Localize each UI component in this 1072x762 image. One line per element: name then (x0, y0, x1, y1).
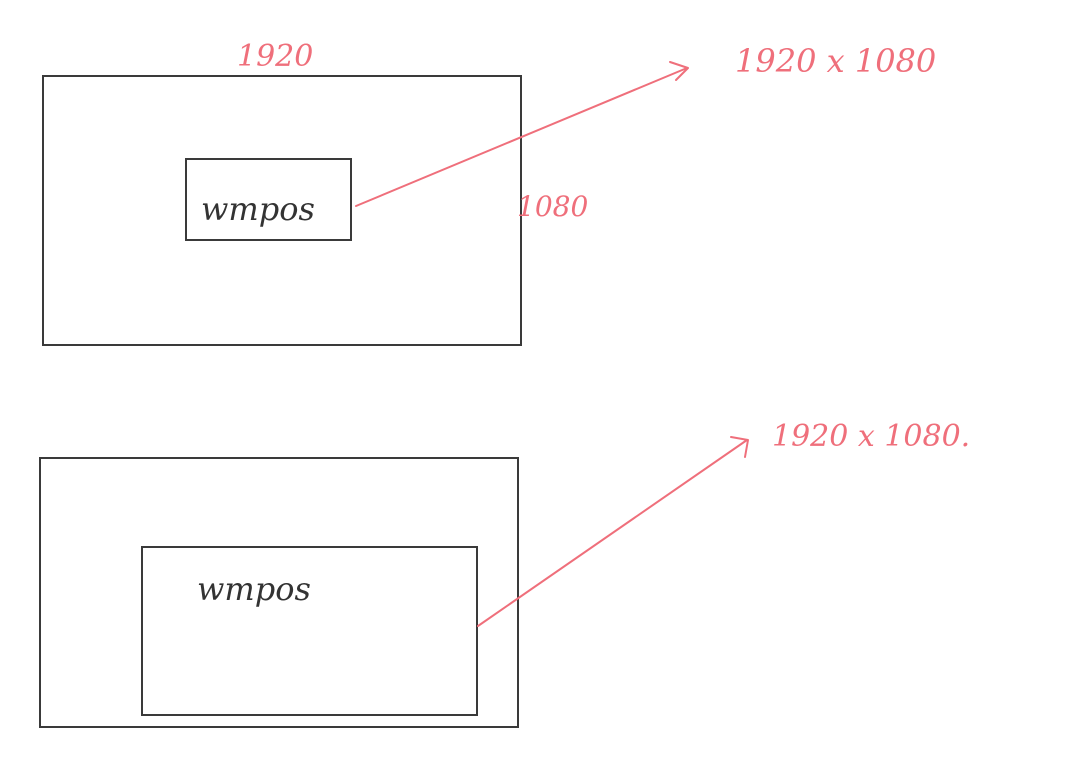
top-inner-label: wmpos (201, 190, 315, 228)
bottom-inner-window (141, 546, 478, 716)
top-arrow (355, 61, 689, 207)
top-arrow-head (669, 61, 689, 81)
top-arrow-line (355, 67, 688, 207)
top-outer-screen (42, 75, 522, 346)
bottom-outer-screen (39, 457, 519, 728)
bottom-scenario: wmpos 1920 x 1080. (39, 419, 970, 728)
bottom-arrow-line (477, 439, 748, 627)
bottom-arrow-head (730, 436, 749, 458)
top-scenario: 1920 1080 wmpos 1920 x 1080 (42, 39, 936, 346)
bottom-arrow (477, 436, 749, 627)
bottom-arrow-label: 1920 x 1080. (772, 419, 970, 454)
top-height-label: 1080 (517, 190, 588, 223)
top-width-label: 1920 (237, 39, 313, 74)
top-inner-window (185, 158, 352, 241)
top-arrow-label: 1920 x 1080 (735, 42, 936, 80)
bottom-inner-label: wmpos (197, 570, 311, 608)
